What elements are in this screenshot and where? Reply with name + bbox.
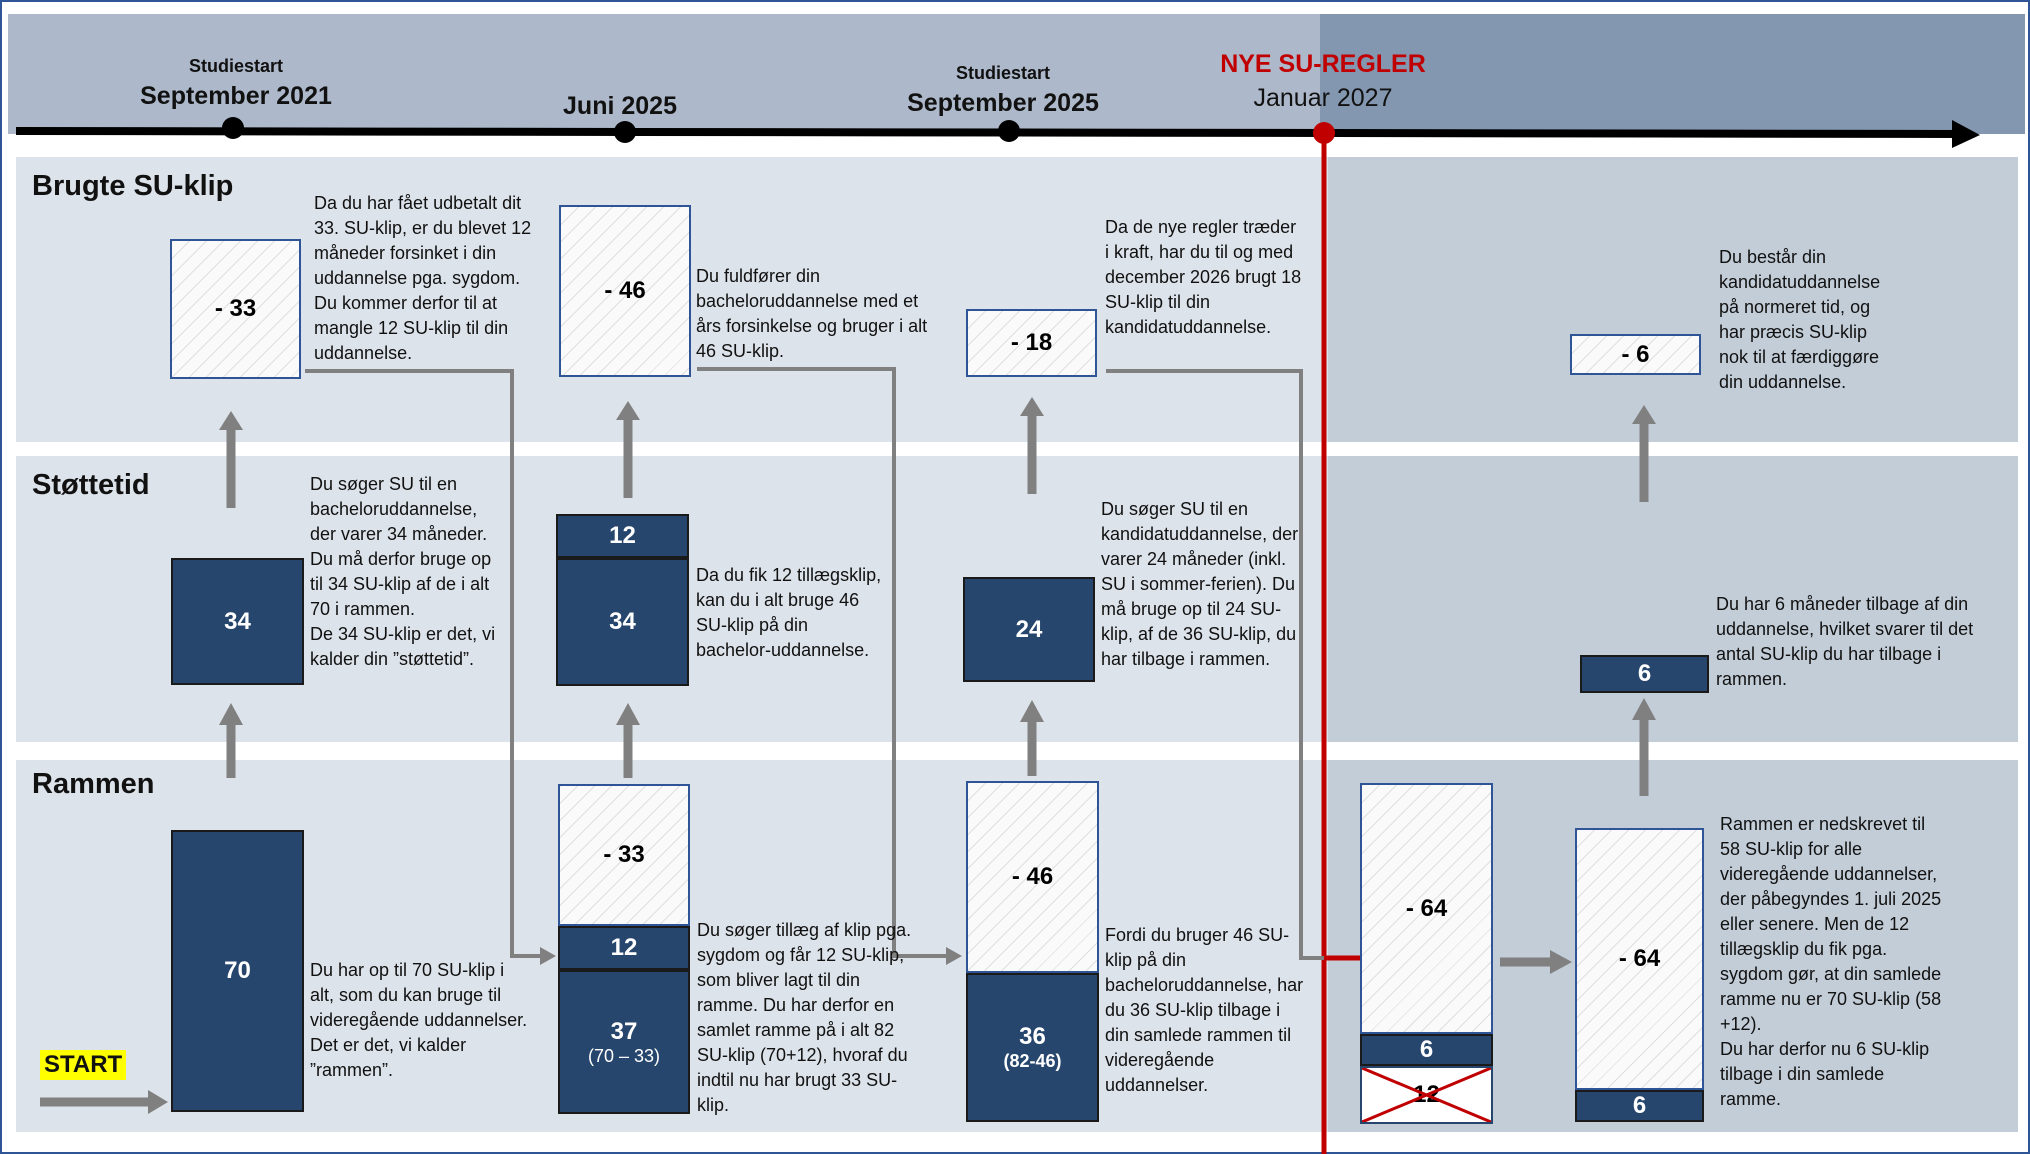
timeline-label-jun2025: Juni 2025: [563, 92, 677, 120]
frame-rest-value-6: 6: [1419, 1036, 1434, 1063]
support-value: 34: [224, 607, 251, 635]
timeline-label-jan2027: Januar 2027: [1253, 84, 1393, 112]
support-box-6: 6: [1580, 655, 1709, 693]
col5-used-text: Du består din kandidatuddannelse på norm…: [1719, 247, 1881, 392]
frame-rest-calc-36: (82-46): [1003, 1051, 1062, 1071]
start-label: START: [40, 1050, 127, 1080]
new-rules-dot: [1313, 122, 1335, 144]
support-box-12: 12: [556, 514, 689, 558]
timeline-label-sep2021: September 2021: [140, 82, 332, 110]
timeline-label-sep2025: September 2025: [907, 89, 1099, 117]
timeline-arrowhead: [1952, 120, 1980, 148]
frame-rest-value-36: 36: [1019, 1023, 1046, 1050]
support-value-24: 24: [1015, 615, 1043, 643]
support-extra-value: 12: [609, 522, 636, 549]
frame-rest-box-6-b: 6: [1575, 1090, 1704, 1122]
col3-frame-text: Fordi du bruger 46 SU-klip på din bachel…: [1105, 925, 1304, 1095]
timeline-dot-jun2025: [614, 121, 636, 143]
row-stotte-band-new: [1328, 456, 2018, 742]
col3-used-text: Da de nye regler træder i kraft, har du …: [1105, 217, 1302, 337]
col1-used-text: Da du har fået udbetalt dit 33. SU-klip,…: [314, 193, 532, 363]
used-box-33: - 33: [170, 239, 301, 379]
col1-frame-text: Du har op til 70 SU-klip i alt, som du k…: [310, 960, 528, 1080]
timeline-label-sep2025-small: Studiestart: [955, 63, 1051, 83]
frame-value: 70: [224, 957, 251, 984]
col1-support-text: Du søger SU til en bacheloruddannelse, d…: [310, 474, 496, 669]
timeline-label-new-rules: NYE SU-REGLER: [1220, 50, 1426, 78]
used-box-6: - 6: [1570, 334, 1701, 375]
timeline-band-new-rules: [1320, 14, 2025, 134]
frame-rest-box-6: 6: [1360, 1034, 1493, 1066]
col2-support-text: Da du fik 12 tillægsklip, kan du i alt b…: [696, 565, 882, 660]
support-box-34: 34: [171, 558, 304, 685]
support-box-24: 24: [963, 577, 1095, 682]
support-value-6: 6: [1637, 660, 1652, 687]
row-title-stotte: Støttetid: [32, 469, 150, 501]
used-box-46: - 46: [559, 205, 691, 377]
col2-used-text: Du fuldfører din bacheloruddannelse med …: [696, 266, 928, 361]
col3-support-text: Du søger SU til en kandidatuddannelse, d…: [1101, 499, 1299, 669]
frame-rest-calc: (70 – 33): [587, 1045, 661, 1066]
frame-rest-value: 37: [610, 1017, 638, 1045]
timeline-dot-sep2025: [998, 120, 1020, 142]
col2-frame-text: Du søger tillæg af klip pga. sygdom og f…: [697, 920, 912, 1115]
row-brugte-band-new: [1328, 157, 2018, 442]
support-base-value: 34: [609, 608, 636, 635]
timeline-axis: [15, 127, 1961, 138]
row-title-rammen: Rammen: [32, 768, 155, 800]
frame-extra-box-12: 12: [558, 926, 690, 970]
timeline-dot-sep2021: [222, 117, 244, 139]
timeline-label-sep2021-small: Studiestart: [188, 56, 284, 76]
frame-rest-value-6-b: 6: [1632, 1092, 1647, 1119]
frame-used-box-33: - 33: [558, 784, 690, 926]
frame-rest-box-37: 37 (70 – 33): [558, 970, 690, 1114]
frame-used-box-46: - 46: [966, 781, 1099, 973]
col5-support-text: Du har 6 måneder tilbage af din uddannel…: [1716, 594, 1974, 689]
frame-box-70: 70: [171, 830, 304, 1112]
crossed-box-12: 12: [1360, 1066, 1493, 1124]
timeline-band: [8, 14, 1320, 134]
frame-extra-value: 12: [610, 934, 638, 961]
row-title-brugte: Brugte SU-klip: [32, 170, 234, 202]
support-box-34-b: 34: [556, 558, 689, 686]
frame-used-box-64: - 64: [1360, 783, 1493, 1034]
cross-out-icon: [1362, 1068, 1491, 1122]
frame-used-box-64-b: - 64: [1575, 828, 1704, 1090]
col5-frame-text: Rammen er nedskrevet til 58 SU-klip for …: [1720, 814, 1942, 1109]
used-box-18: - 18: [966, 309, 1097, 377]
frame-rest-box-36: 36 (82-46): [966, 973, 1099, 1122]
